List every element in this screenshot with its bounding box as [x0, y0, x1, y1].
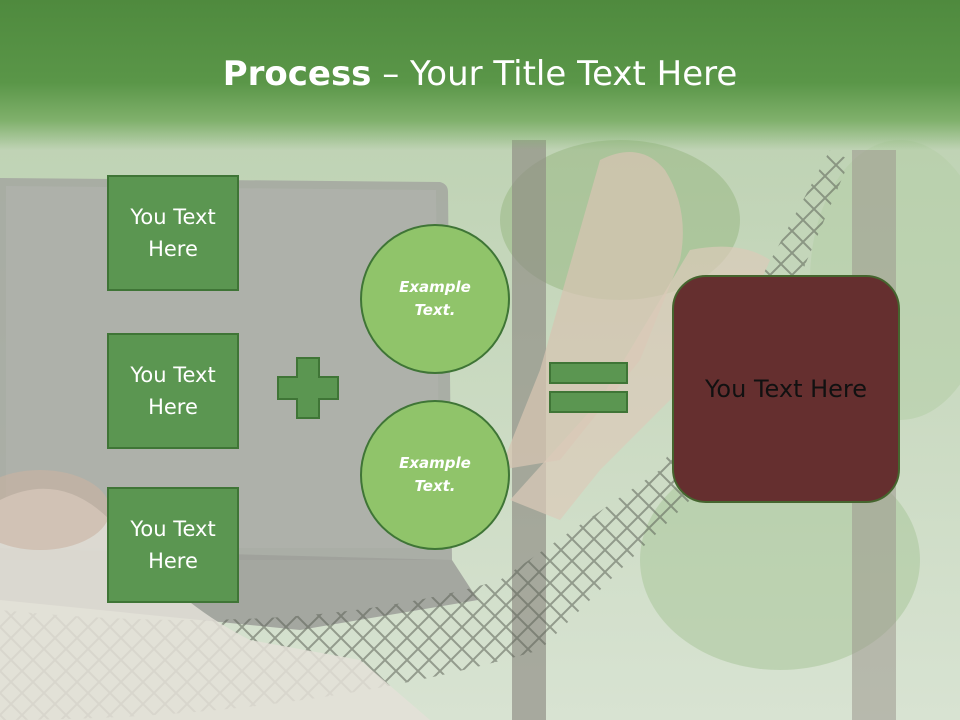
- example-circle-2[interactable]: Example Text.: [360, 400, 510, 550]
- example-circle-label: Example Text.: [399, 454, 471, 495]
- result-box-label: You Text Here: [704, 375, 868, 403]
- slide-title: Process – Your Title Text Here: [0, 52, 960, 96]
- process-box-label: You Text Here: [130, 363, 216, 419]
- equals-icon: [549, 362, 628, 413]
- result-box[interactable]: You Text Here: [672, 275, 900, 503]
- process-box-1[interactable]: You Text Here: [107, 175, 239, 291]
- example-circle-label: Example Text.: [399, 278, 471, 319]
- process-box-label: You Text Here: [130, 517, 216, 573]
- process-box-3[interactable]: You Text Here: [107, 487, 239, 603]
- process-box-2[interactable]: You Text Here: [107, 333, 239, 449]
- plus-icon: [277, 357, 339, 419]
- slide-title-bold: Process: [222, 54, 372, 94]
- example-circle-1[interactable]: Example Text.: [360, 224, 510, 374]
- title-band: [0, 0, 960, 150]
- process-box-label: You Text Here: [130, 205, 216, 261]
- slide-title-rest: – Your Title Text Here: [371, 54, 738, 94]
